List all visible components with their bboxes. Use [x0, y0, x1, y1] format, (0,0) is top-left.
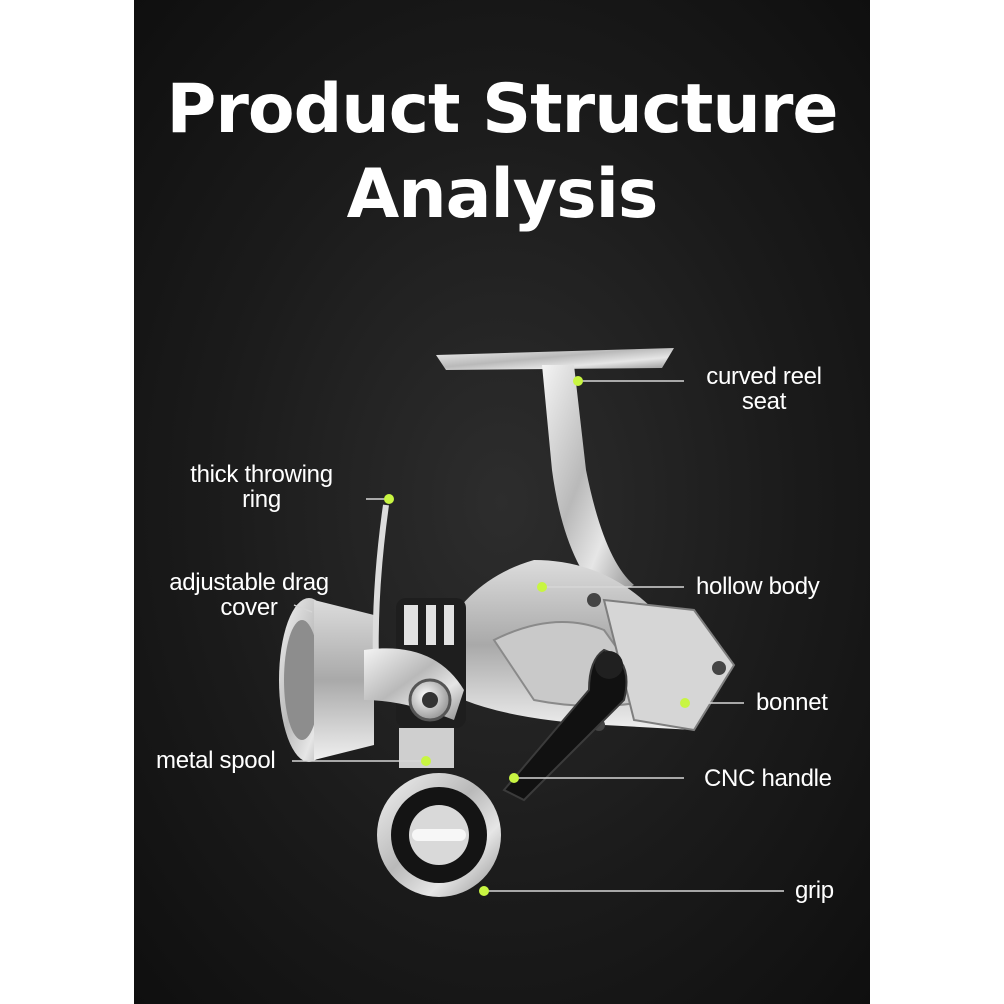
callout-dot-grip	[479, 886, 489, 896]
rotor-arm	[364, 648, 464, 722]
callout-dot-metal-spool	[421, 756, 431, 766]
label-curved-reel-seat-line2: seat	[741, 388, 787, 415]
title-line-1: Product Structure	[166, 70, 839, 149]
label-thick-throwing-ring-line1: thick throwing	[190, 461, 333, 488]
callout-dots	[384, 376, 690, 896]
label-thick-throwing-ring-line2: ring	[242, 486, 281, 513]
product-poster: Product Structure Analysis	[134, 0, 870, 1004]
label-grip: grip	[795, 877, 834, 904]
label-adjustable-drag-cover-line2: cover	[220, 594, 278, 621]
label-metal-spool: metal spool	[156, 747, 276, 774]
callout-dot-bonnet	[680, 698, 690, 708]
callout-dot-curved-reel-seat	[573, 376, 583, 386]
reel-body	[434, 560, 736, 732]
callout-dot-hollow-body	[537, 582, 547, 592]
callout-dot-thick-throwing-ring	[384, 494, 394, 504]
label-adjustable-drag-cover: adjustable drag cover	[160, 570, 338, 620]
grip-shape	[377, 773, 501, 897]
title-line-2: Analysis	[346, 155, 659, 234]
callout-lines	[292, 380, 784, 892]
label-curved-reel-seat: curved reel seat	[694, 364, 834, 414]
label-curved-reel-seat-line1: curved reel	[706, 363, 822, 390]
label-hollow-body: hollow body	[696, 573, 820, 600]
label-adjustable-drag-cover-line1: adjustable drag	[169, 569, 329, 596]
drag-cover-shape	[279, 598, 374, 762]
callout-dot-cnc-handle	[509, 773, 519, 783]
reel-seat	[436, 348, 674, 600]
label-cnc-handle: CNC handle	[704, 765, 832, 792]
fishing-reel-illustration	[279, 348, 784, 897]
cnc-handle-shape	[502, 648, 628, 802]
label-bonnet: bonnet	[756, 689, 828, 716]
label-thick-throwing-ring: thick throwing ring	[174, 462, 349, 512]
